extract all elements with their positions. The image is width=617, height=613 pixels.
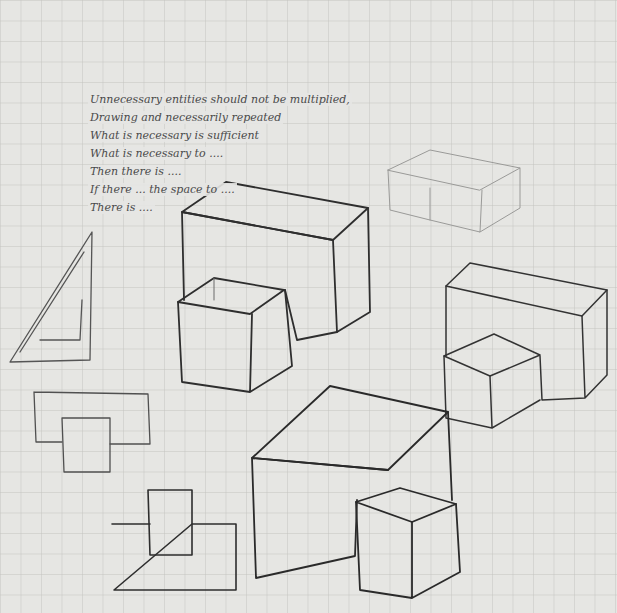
triangle-sketch xyxy=(10,232,92,362)
l-block-sketch xyxy=(252,386,460,598)
handwritten-note: Then there is .... xyxy=(88,165,183,178)
plan-sketch xyxy=(34,392,150,472)
handwritten-note: If there ... the space to .... xyxy=(88,183,237,196)
handwritten-note: Unnecessary entities should not be multi… xyxy=(88,93,352,106)
handwritten-note: What is necessary is sufficient xyxy=(88,129,261,142)
faint-sketch xyxy=(388,150,520,232)
plan-sketch xyxy=(112,490,236,590)
l-block-sketch xyxy=(444,263,607,428)
l-block-sketch xyxy=(178,182,370,392)
handwritten-note: There is .... xyxy=(88,201,155,214)
handwritten-note: Drawing and necessarily repeated xyxy=(88,111,283,124)
handwritten-note: What is necessary to .... xyxy=(88,147,225,160)
